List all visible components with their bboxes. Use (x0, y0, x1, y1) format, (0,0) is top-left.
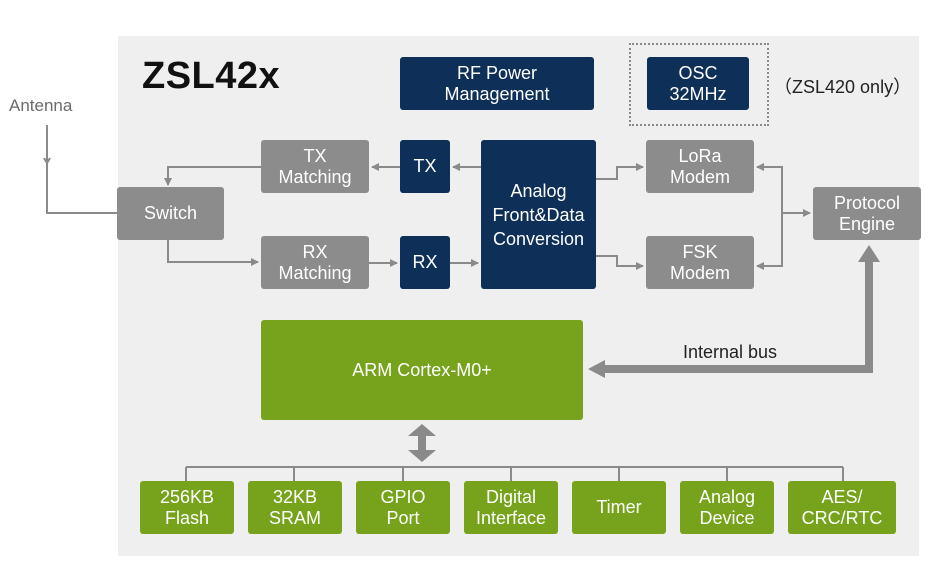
afe-to-fsk-arrow (596, 255, 644, 270)
cpu-peripheral-double-arrow (408, 424, 436, 462)
peripheral-block: Digital Interface (464, 481, 558, 534)
antenna-label: Antenna (9, 96, 73, 115)
pe-to-fsk-arrow (756, 213, 783, 270)
chip-title: ZSL42x (142, 55, 281, 97)
peripheral-block: GPIO Port (356, 481, 450, 534)
osc-block: OSC 32MHz (647, 57, 749, 110)
antenna-wire (46, 125, 118, 214)
internal-bus-label: Internal bus (683, 342, 778, 362)
switch-to-rxmatch-arrow (167, 240, 259, 266)
rf-power-management-block: RF Power Management (400, 57, 594, 110)
afe-to-lora-arrow (596, 163, 644, 180)
peripheral-block: AES/ CRC/RTC (788, 481, 896, 534)
peripheral-block: Timer (572, 481, 666, 534)
peripheral-block: 32KB SRAM (248, 481, 342, 534)
fsk-modem-block: FSK Modem (646, 236, 754, 289)
diagram-panel (118, 36, 919, 556)
switch-block: Switch (117, 187, 224, 240)
txmatch-to-switch-arrow (164, 166, 262, 186)
tx-block: TX (400, 140, 450, 193)
pe-to-lora-arrow (756, 163, 783, 213)
peripheral-block: 256KB Flash (140, 481, 234, 534)
peripheral-block: Analog Device (680, 481, 774, 534)
rx-matching-block: RX Matching (261, 236, 369, 289)
tx-matching-block: TX Matching (261, 140, 369, 193)
rx-block: RX (400, 236, 450, 289)
osc-note: （ZSL420 only） (774, 77, 912, 97)
optional-osc-frame (629, 43, 769, 126)
cpu-block: ARM Cortex-M0+ (261, 320, 583, 420)
antenna-tick (43, 157, 51, 165)
analog-front-end-block: Analog Front&Data Conversion (481, 140, 596, 289)
protocol-engine-block: Protocol Engine (813, 187, 921, 240)
lora-modem-block: LoRa Modem (646, 140, 754, 193)
